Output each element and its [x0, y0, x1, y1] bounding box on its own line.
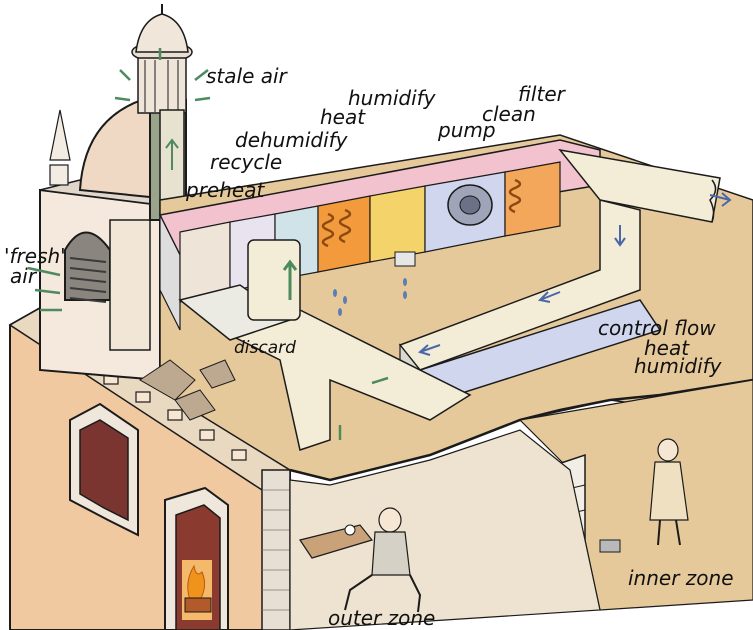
label-fresh: 'fresh' [4, 246, 66, 266]
label-filter: filter [518, 84, 565, 104]
label-humidify-right: humidify [634, 356, 722, 376]
label-discard: discard [234, 340, 296, 357]
label-preheat: preheat [186, 180, 264, 200]
label-outer-zone: outer zone [328, 608, 435, 628]
lower-window [165, 488, 228, 630]
label-recycle: recycle [210, 152, 282, 172]
label-heat-top: heat [320, 107, 365, 127]
cupola [132, 4, 192, 113]
label-air: air [10, 266, 36, 286]
label-stale-air: stale air [206, 66, 287, 86]
finial [50, 110, 70, 185]
label-pump: pump [438, 120, 496, 140]
label-control-flow: control flow [598, 318, 716, 338]
label-inner-zone: inner zone [628, 568, 734, 588]
label-dehumidify: dehumidify [235, 130, 348, 150]
